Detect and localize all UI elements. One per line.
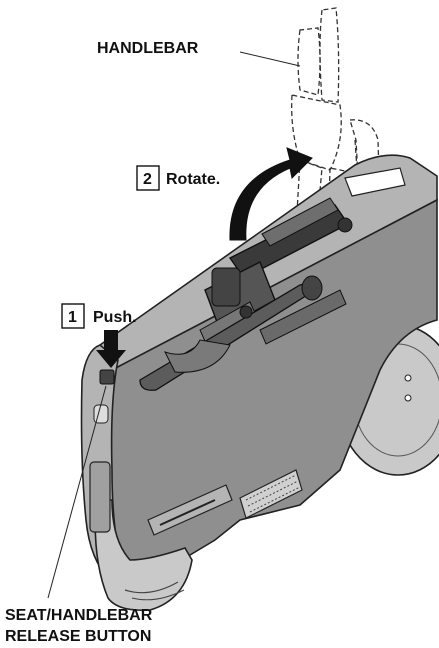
- step-2-box: [136, 165, 160, 191]
- rear-wheel-bolt: [404, 394, 412, 402]
- scooter-body: [80, 154, 439, 612]
- step-1-text: Push.: [93, 309, 137, 326]
- folded-handlebar: [139, 197, 353, 391]
- step-2-text: Rotate.: [166, 171, 220, 188]
- release-button-label-line-2: RELEASE BUTTON: [5, 628, 151, 645]
- handlebar-label: HANDLEBAR: [97, 40, 199, 57]
- release-button: [99, 369, 115, 385]
- handlebar-leader-line: [239, 51, 301, 67]
- step-2-number: 2: [143, 171, 152, 188]
- release-button-leader-line: [47, 385, 107, 599]
- battery-connector: [239, 469, 303, 519]
- rear-wheel-bolt: [404, 374, 412, 382]
- step-1-number: 1: [68, 309, 77, 326]
- rotate-arrow: [229, 147, 313, 241]
- push-arrow: [96, 330, 126, 368]
- release-button-label-line-1: SEAT/HANDLEBAR: [5, 607, 153, 624]
- step-1-box: [61, 303, 85, 329]
